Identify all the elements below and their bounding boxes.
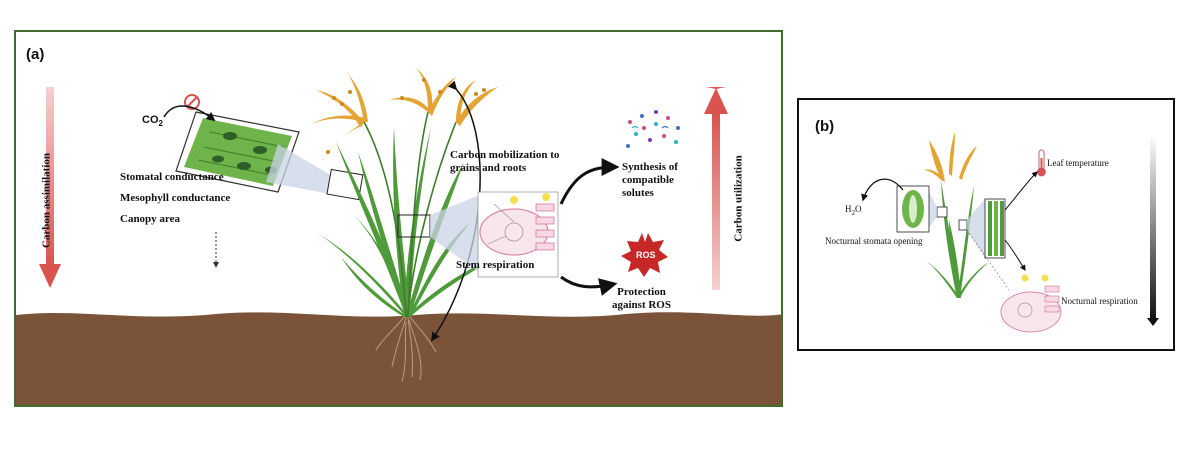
leaf-cell-illustration — [175, 111, 300, 193]
stomatal-conductance-label: Stomatal conductance — [120, 171, 224, 183]
leaf-zoom-box — [326, 168, 364, 201]
carbon-utilization-arrow — [704, 87, 728, 290]
stem-zoom-cone — [430, 194, 482, 274]
leaf-zoom-cone — [266, 144, 346, 197]
nocturnal-respiration-label: Nocturnal respiration — [1061, 296, 1138, 306]
co2-label: CO2 — [142, 114, 163, 128]
stomata-zoom-cone — [927, 188, 937, 230]
panel-a-label: (a) — [26, 46, 45, 63]
co2-subscript: 2 — [158, 119, 163, 129]
stem-zoom-box-b — [958, 219, 968, 231]
h2o-suffix: O — [855, 204, 862, 214]
carbon-utilization-label: Carbon utilization — [732, 155, 745, 242]
co2-text: CO — [142, 114, 159, 126]
dotted-arrow — [213, 232, 219, 268]
carbon-assimilation-arrow — [39, 87, 61, 288]
small-rice-plant — [923, 132, 989, 298]
h2o-subscript: 2 — [851, 208, 856, 217]
night-gradient-bar — [1150, 134, 1156, 320]
stem-illustration-b — [984, 198, 1006, 259]
synthesis-arrow — [559, 158, 620, 205]
synthesis-line-3: solutes — [622, 187, 654, 199]
synthesis-label: Synthesis of compatible solutes — [622, 161, 678, 200]
h2o-text: H — [845, 204, 852, 214]
leaf-temperature-label: Leaf temperature — [1047, 158, 1109, 168]
soil — [16, 312, 781, 405]
mitochondria-diagram-b — [1000, 274, 1062, 333]
nocturnal-stomata-label: Nocturnal stomata opening — [825, 236, 923, 246]
panel-b-label: (b) — [815, 118, 835, 135]
stem-zoom-cone-b — [967, 199, 985, 258]
ros-label: ROS — [636, 250, 656, 260]
carbon-mobilization-line-1: Carbon mobilization to — [450, 149, 560, 161]
stem-respiration-label: Stem respiration — [456, 259, 535, 271]
ros-star — [621, 233, 668, 277]
compatible-solutes-dots — [626, 110, 680, 148]
stomata-illustration — [896, 185, 930, 233]
thermometer-icon — [1037, 149, 1046, 177]
mesophyll-conductance-label: Mesophyll conductance — [120, 192, 231, 204]
panel-b-illustration — [861, 132, 1159, 333]
stomata-zoom-box — [936, 206, 948, 218]
protection-line-2: against ROS — [612, 299, 671, 311]
co2-blocked-icon — [184, 94, 200, 110]
respiration-arrow — [1004, 239, 1026, 272]
protection-label: Protection against ROS — [612, 286, 671, 312]
co2-arrow — [163, 105, 216, 122]
protection-arrow — [560, 275, 618, 296]
mitochondria-diagram — [477, 191, 559, 278]
leaf-temperature-arrow — [1004, 171, 1038, 211]
carbon-mobilization-line-2: grains and roots — [450, 162, 527, 174]
panel-b: (b) H2O Nocturnal stomata opening Leaf t… — [797, 98, 1175, 351]
synthesis-line-2: compatible — [622, 174, 674, 186]
carbon-mobilization-label: Carbon mobilization to grains and roots — [450, 149, 559, 175]
h2o-label: H2O — [845, 204, 862, 219]
canopy-area-label: Canopy area — [120, 213, 180, 225]
h2o-arrow — [861, 178, 904, 202]
protection-line-1: Protection — [617, 286, 666, 298]
carbon-assimilation-label: Carbon assimilation — [40, 152, 53, 249]
panel-a: (a) Carbon assimilation Carbon utilizati… — [14, 30, 783, 407]
panel-a-illustration — [16, 68, 781, 405]
synthesis-line-1: Synthesis of — [622, 161, 678, 173]
